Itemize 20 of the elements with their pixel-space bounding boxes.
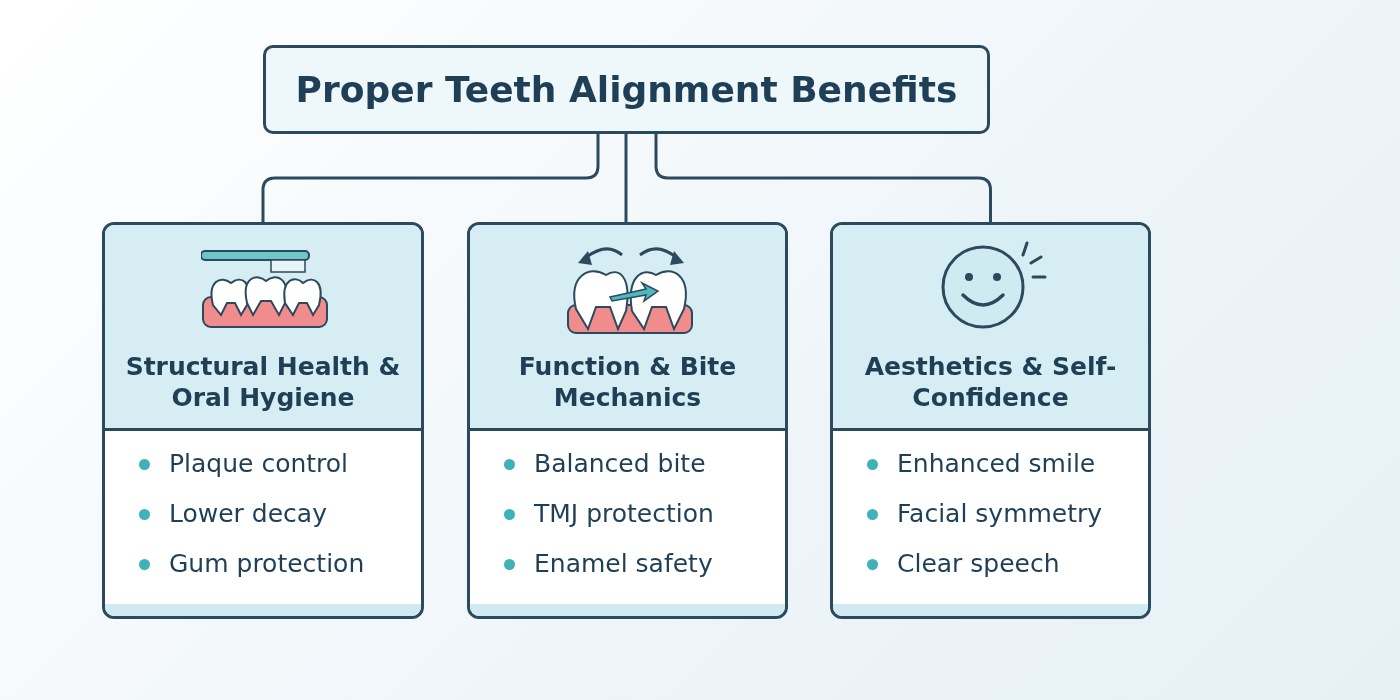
- connector-line: [654, 134, 992, 222]
- connector-line: [261, 134, 600, 222]
- bullet-item: TMJ protection: [504, 499, 714, 529]
- bullet-item: Clear speech: [867, 549, 1060, 579]
- bullet-item: Enamel safety: [504, 549, 713, 579]
- benefit-card: [830, 222, 1151, 619]
- card-heading: Function & Bite Mechanics: [517, 351, 738, 413]
- connector-line: [624, 134, 628, 222]
- title-text: Proper Teeth Alignment Benefits: [295, 69, 958, 110]
- card-heading: Structural Health & Oral Hygiene: [124, 351, 402, 413]
- benefit-card: [102, 222, 424, 619]
- bullet-item: Lower decay: [139, 499, 327, 529]
- bullet-item: Balanced bite: [504, 449, 706, 479]
- bullet-item: Gum protection: [139, 549, 365, 579]
- bullet-item: Enhanced smile: [867, 449, 1096, 479]
- bullet-item: Plaque control: [139, 449, 349, 479]
- title-box: [263, 45, 990, 134]
- benefit-card: [467, 222, 788, 619]
- bullet-item: Facial symmetry: [867, 499, 1103, 529]
- card-heading: Aesthetics & Self-Confidence: [863, 351, 1118, 413]
